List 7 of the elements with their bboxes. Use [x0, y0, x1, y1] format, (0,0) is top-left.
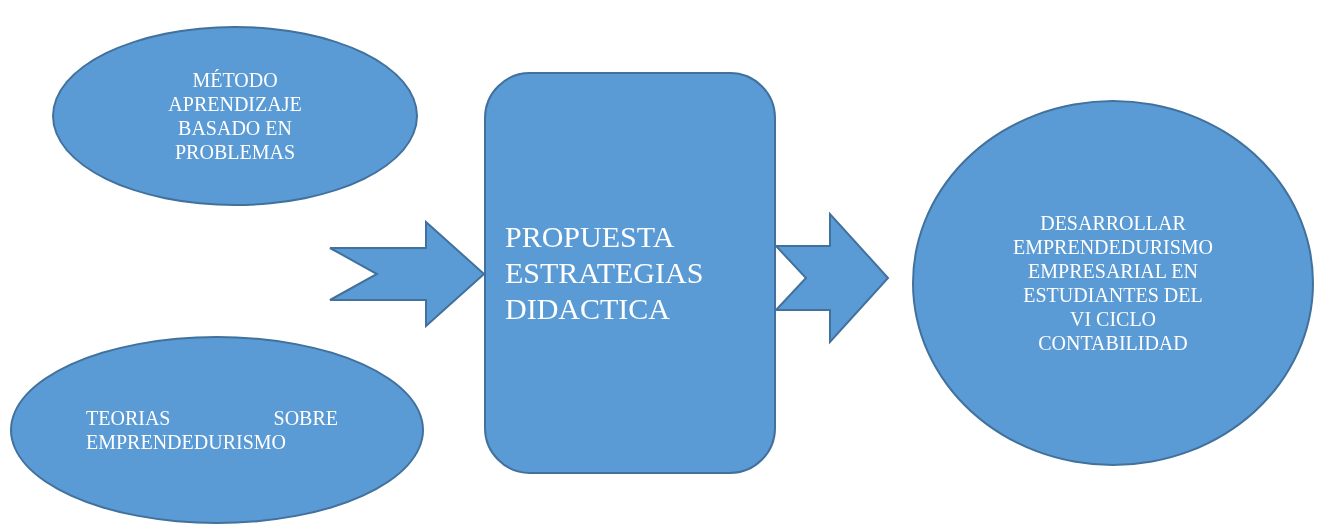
chevron-arrow	[773, 211, 890, 345]
node-label: MÉTODO APRENDIZAJE BASADO EN PROBLEMAS	[167, 68, 303, 164]
process-box	[484, 72, 776, 474]
node-label: DESARROLLAR EMPRENDEDURISMO EMPRESARIAL EN ESTUDIANTES DEL VI CICLO CONTABILIDAD	[1013, 211, 1213, 355]
node-label: TEORIAS SOBRE EMPRENDEDURISMO	[86, 406, 338, 454]
chevron-arrow	[329, 219, 486, 329]
node-label: PROPUESTA ESTRATEGIAS DIDACTICA	[505, 219, 705, 327]
